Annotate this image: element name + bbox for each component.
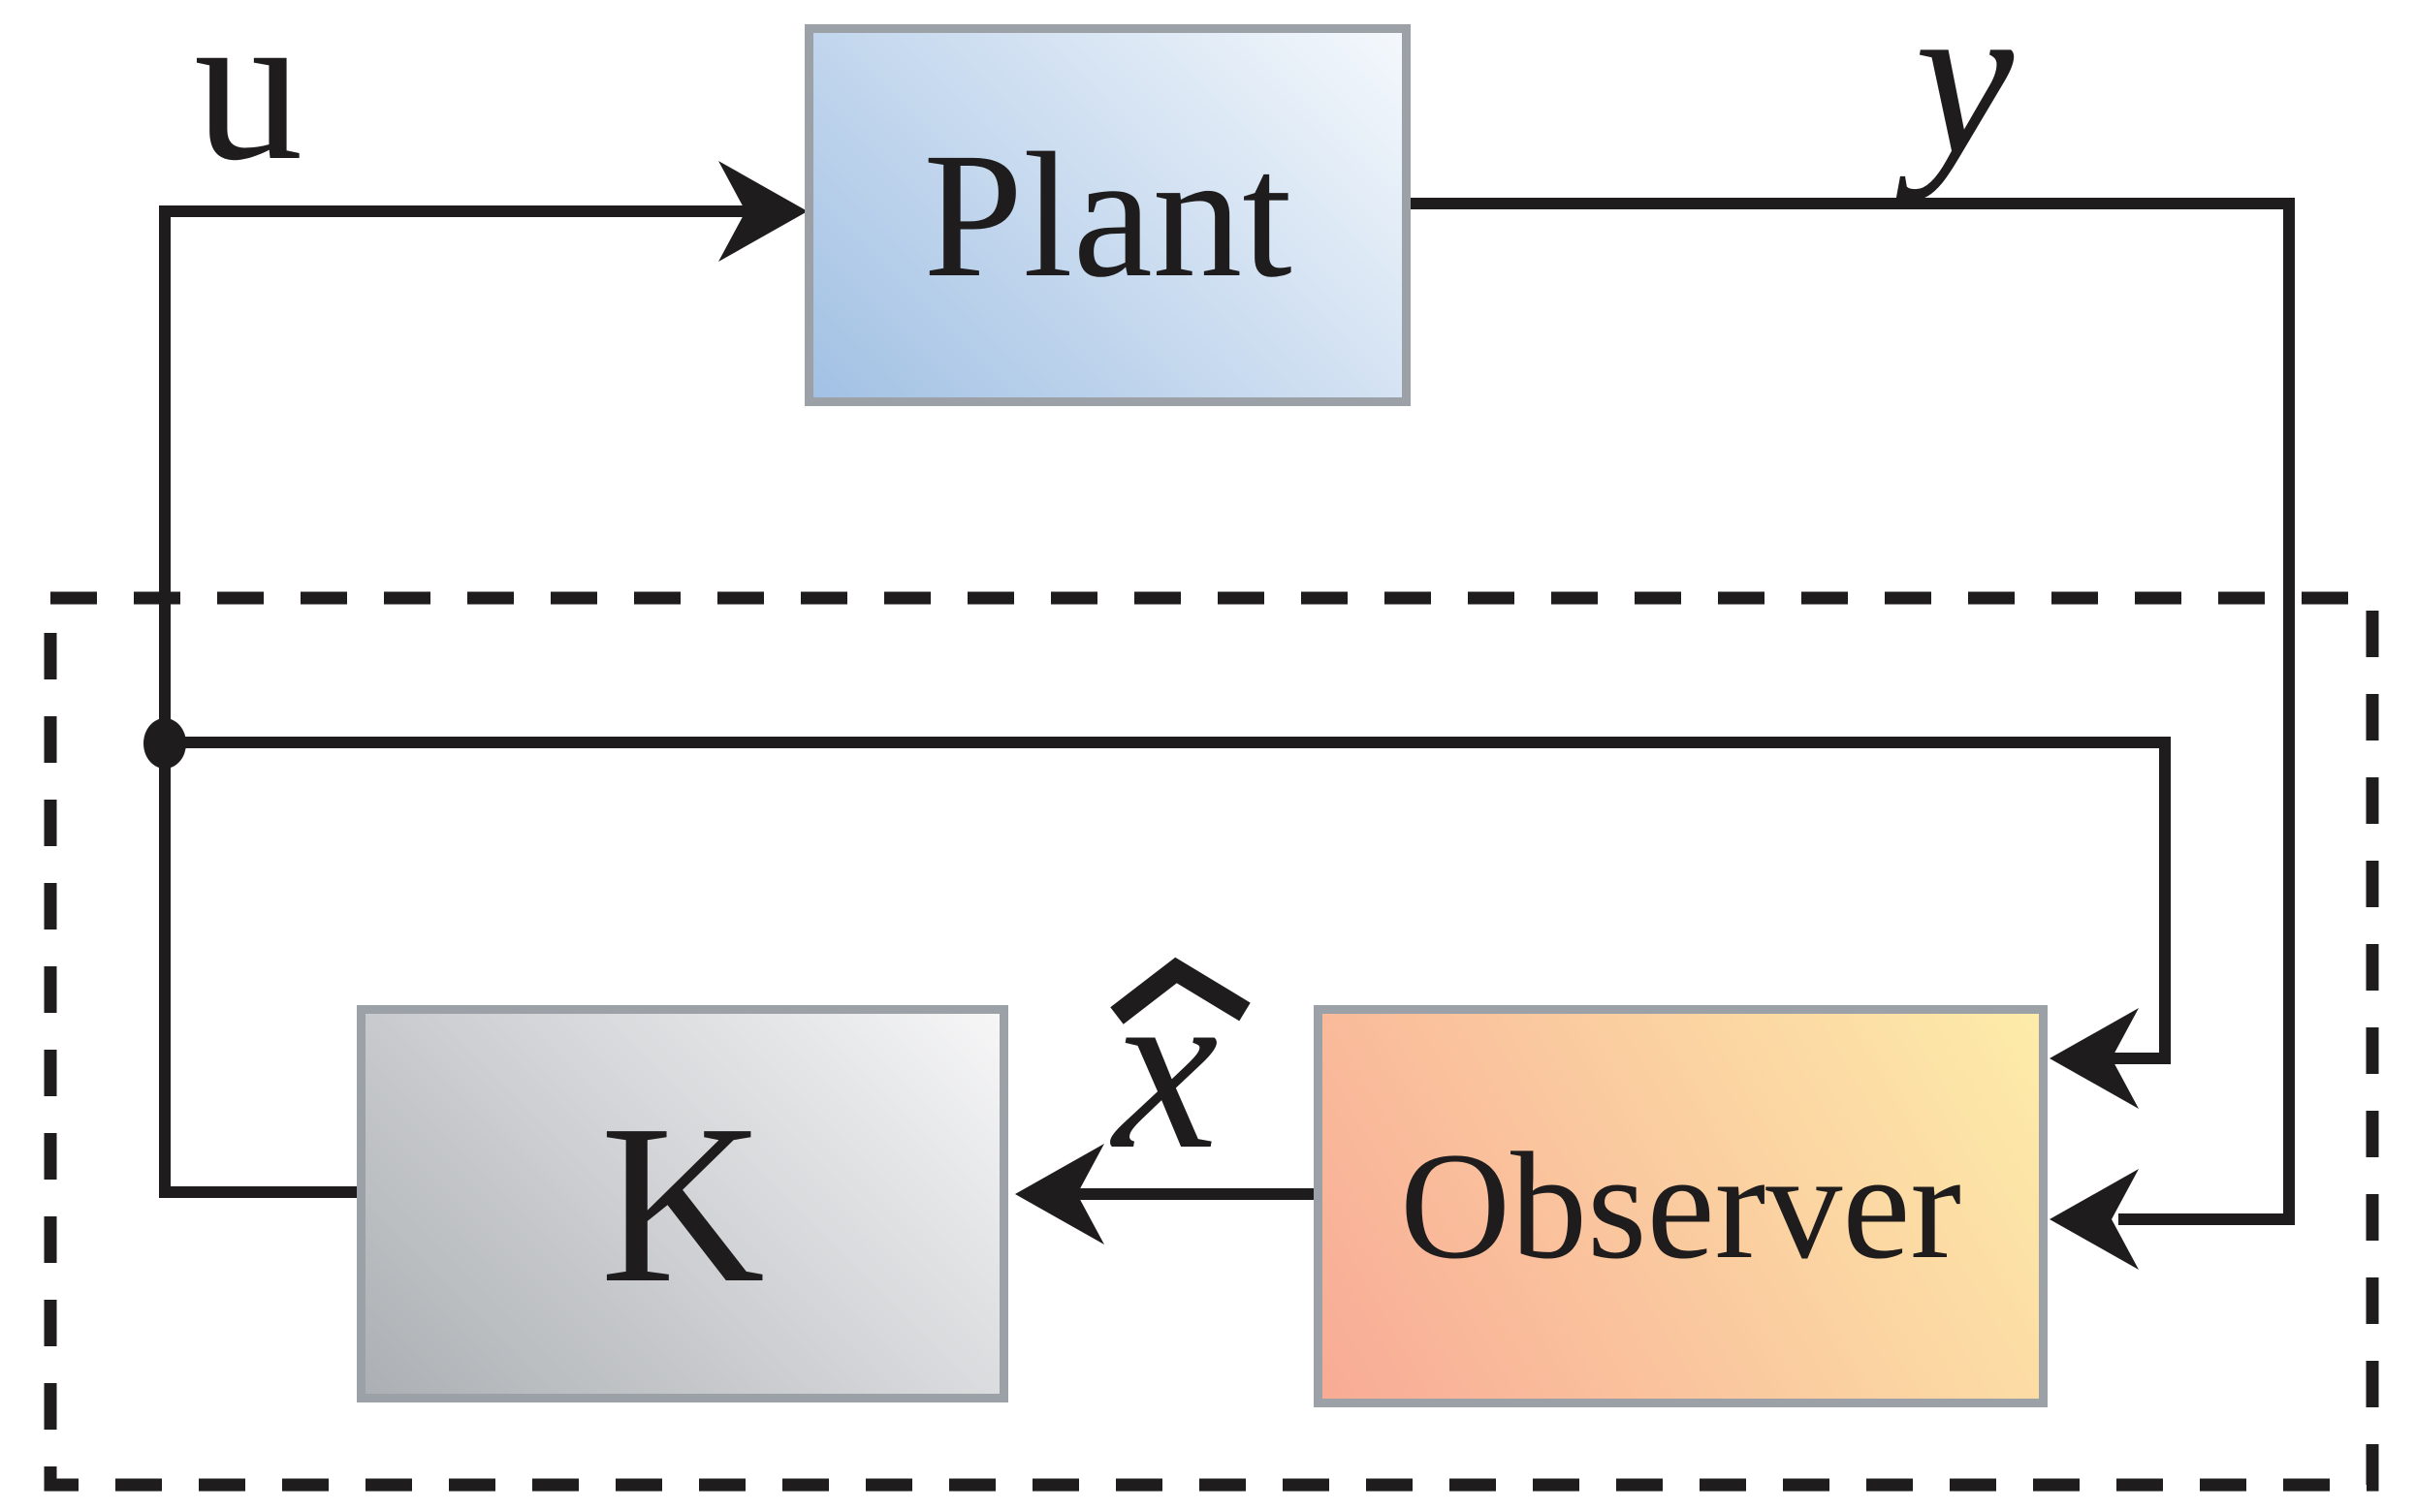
k-gain-label: K bbox=[600, 1077, 765, 1330]
arrowhead-into-k-icon bbox=[1015, 1144, 1104, 1244]
xhat-signal-label: x bbox=[1113, 935, 1219, 1198]
arrowhead-into-observer-lower-icon bbox=[2050, 1169, 2139, 1270]
wire-u-feedback bbox=[159, 205, 748, 1198]
plant-block: Plant bbox=[805, 24, 1411, 406]
circumflex-hat-icon bbox=[1110, 957, 1251, 1024]
observer-block: Observer bbox=[1314, 1005, 2048, 1407]
k-gain-block: K bbox=[357, 1005, 1008, 1402]
wire-y-to-observer bbox=[1411, 198, 2295, 1225]
y-signal-label: y bbox=[1915, 0, 2015, 201]
u-signal-label: u bbox=[194, 0, 303, 205]
controller-boundary-dashed-box bbox=[44, 591, 2379, 1492]
arrowhead-into-observer-upper-icon bbox=[2050, 1008, 2139, 1109]
wire-u-to-observer bbox=[165, 737, 2171, 1064]
observer-label: Observer bbox=[1399, 1120, 1962, 1291]
arrowhead-into-plant-icon bbox=[718, 161, 808, 262]
junction-dot bbox=[143, 718, 186, 769]
plant-label: Plant bbox=[923, 115, 1292, 315]
